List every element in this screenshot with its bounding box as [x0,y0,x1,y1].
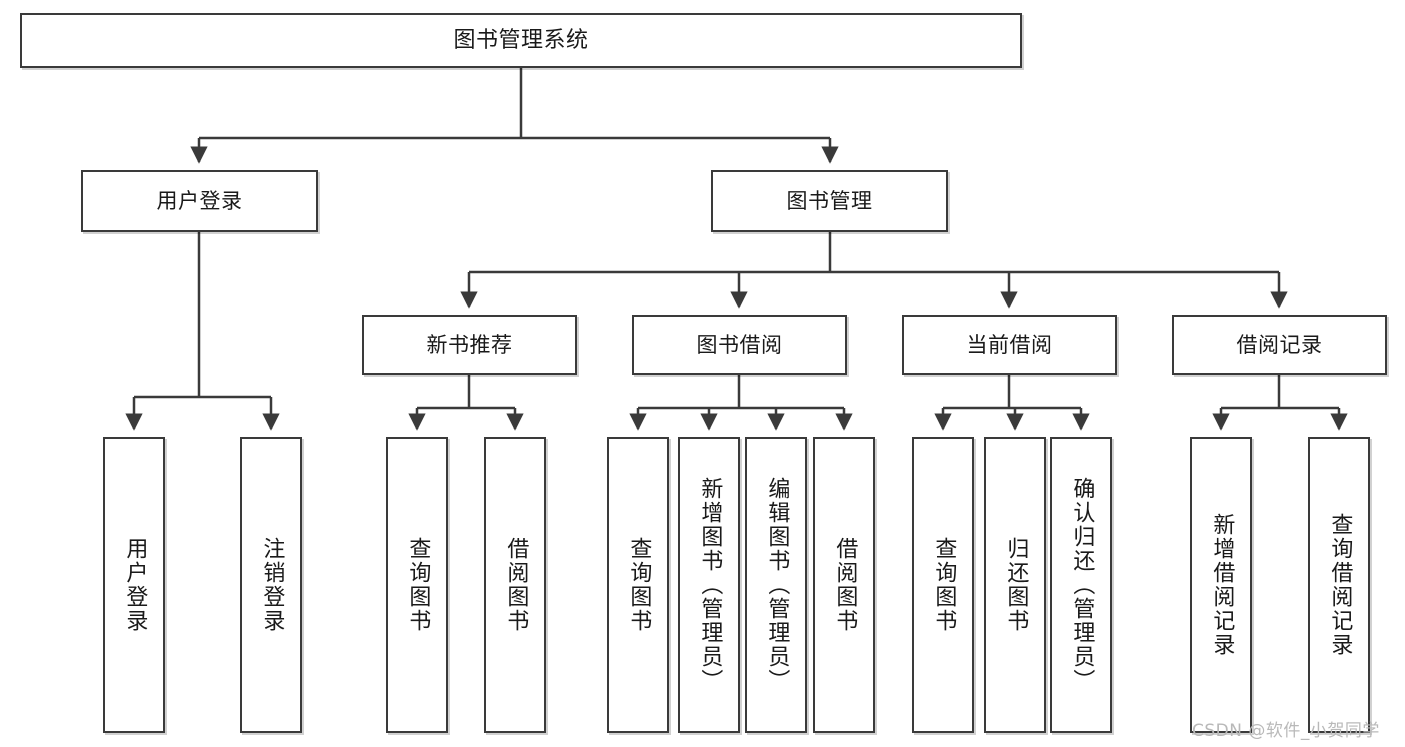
node-book-borrow[interactable]: 图书借阅 [632,315,847,375]
node-book-borrow-label: 图书借阅 [696,332,783,357]
node-user-login[interactable]: 用户登录 [81,170,318,232]
node-root[interactable]: 图书管理系统 [20,13,1022,68]
leaf-query-book-recommend-label: 查询图书 [405,537,431,633]
node-borrow-record-label: 借阅记录 [1236,332,1323,357]
leaf-borrow-book-label: 借阅图书 [832,537,858,633]
node-current-borrow[interactable]: 当前借阅 [902,315,1117,375]
leaf-edit-book-admin-label: 编辑图书（管理员） [764,477,790,693]
leaf-query-book-borrow[interactable]: 查询图书 [607,437,669,733]
node-book-management-label: 图书管理 [786,188,873,213]
leaf-user-login-label: 用户登录 [122,537,148,633]
watermark-text: CSDN @软件_小贺同学 [1192,721,1380,741]
leaf-edit-book-admin[interactable]: 编辑图书（管理员） [745,437,807,733]
leaf-return-book[interactable]: 归还图书 [984,437,1046,733]
node-new-book-recommend[interactable]: 新书推荐 [362,315,577,375]
leaf-query-borrow-record[interactable]: 查询借阅记录 [1308,437,1370,733]
leaf-add-book-admin-label: 新增图书（管理员） [697,477,723,693]
node-user-login-label: 用户登录 [156,188,243,213]
leaf-add-book-admin[interactable]: 新增图书（管理员） [678,437,740,733]
leaf-user-login[interactable]: 用户登录 [103,437,165,733]
leaf-query-book-borrow-label: 查询图书 [626,537,652,633]
node-new-book-recommend-label: 新书推荐 [426,332,513,357]
leaf-query-borrow-record-label: 查询借阅记录 [1327,513,1353,657]
leaf-confirm-return-admin[interactable]: 确认归还（管理员） [1050,437,1112,733]
leaf-add-borrow-record-label: 新增借阅记录 [1209,513,1235,657]
node-borrow-record[interactable]: 借阅记录 [1172,315,1387,375]
node-current-borrow-label: 当前借阅 [966,332,1053,357]
leaf-borrow-book-recommend[interactable]: 借阅图书 [484,437,546,733]
leaf-query-book-current-label: 查询图书 [931,537,957,633]
node-book-management[interactable]: 图书管理 [711,170,948,232]
node-root-label: 图书管理系统 [453,27,589,53]
leaf-borrow-book[interactable]: 借阅图书 [813,437,875,733]
leaf-query-book-recommend[interactable]: 查询图书 [386,437,448,733]
leaf-borrow-book-recommend-label: 借阅图书 [503,537,529,633]
leaf-logout-label: 注销登录 [259,537,285,633]
leaf-add-borrow-record[interactable]: 新增借阅记录 [1190,437,1252,733]
leaf-confirm-return-admin-label: 确认归还（管理员） [1069,477,1095,693]
leaf-logout[interactable]: 注销登录 [240,437,302,733]
leaf-return-book-label: 归还图书 [1003,537,1029,633]
leaf-query-book-current[interactable]: 查询图书 [912,437,974,733]
